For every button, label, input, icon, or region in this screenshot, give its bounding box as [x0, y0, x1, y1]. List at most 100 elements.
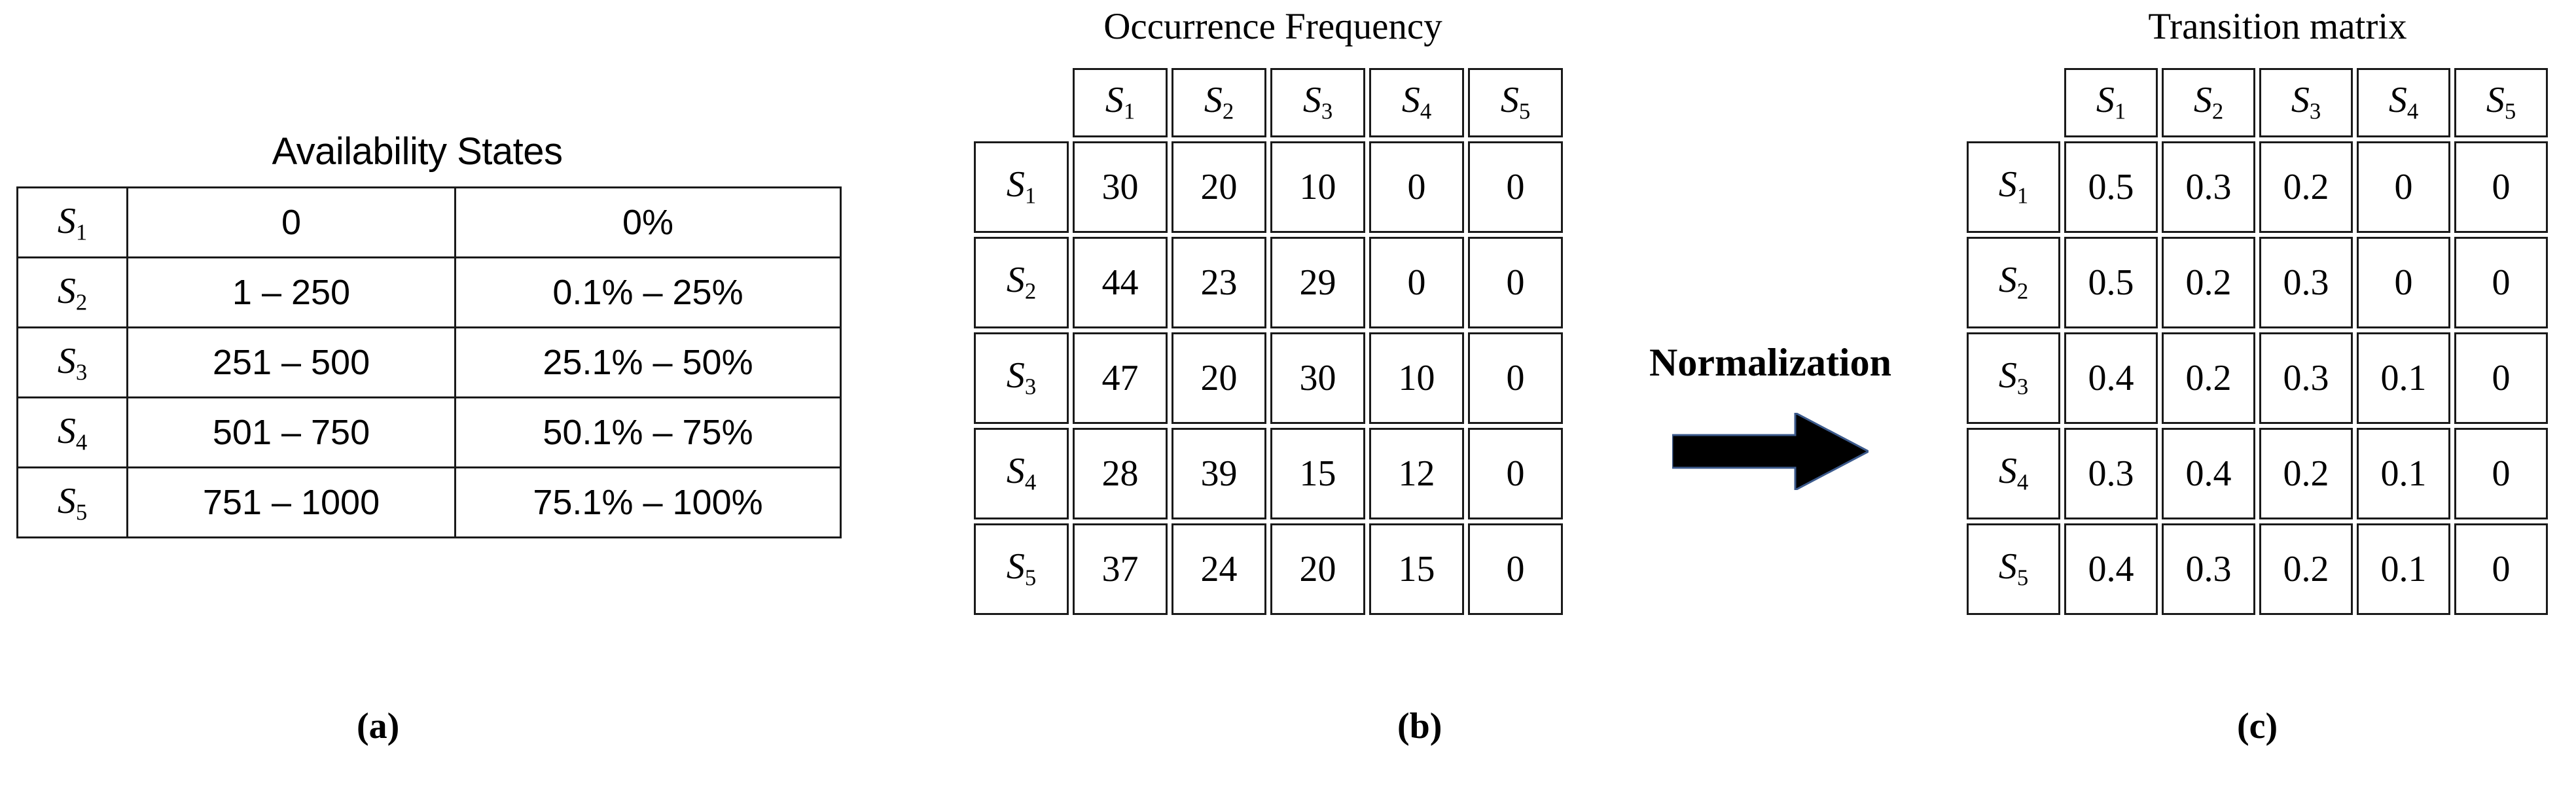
state-label-cell: S3 — [16, 326, 128, 398]
state-label-cell: S1 — [16, 186, 128, 258]
matrix-cell: 0.2 — [2259, 428, 2353, 519]
matrix-cell: 0.1 — [2357, 332, 2450, 424]
matrix-cell: 47 — [1073, 332, 1168, 424]
matrix-row-header-s2: S2 — [1967, 237, 2060, 328]
count-range-cell: 501 – 750 — [126, 396, 456, 468]
matrix-row-header-s2: S2 — [974, 237, 1069, 328]
matrix-cell: 10 — [1270, 141, 1365, 233]
matrix-cell: 0.3 — [2259, 237, 2353, 328]
percent-range-cell: 75.1% – 100% — [454, 466, 842, 538]
state-symbol-4: S4 — [57, 410, 88, 455]
matrix-cell: 44 — [1073, 237, 1168, 328]
state-symbol-3: S3 — [1998, 355, 2029, 400]
state-symbol-2: S2 — [1998, 260, 2029, 304]
state-symbol-5: S5 — [2486, 80, 2516, 124]
normalization-transform: Normalization — [1571, 340, 1970, 493]
matrix-col-header-s5: S5 — [2454, 68, 2548, 137]
matrix-cell: 0.5 — [2064, 141, 2158, 233]
matrix-header-row: S1 S2 S3 S4 S5 — [1967, 68, 2548, 137]
state-symbol-5: S5 — [1998, 546, 2029, 591]
matrix-col-header-s3: S3 — [2259, 68, 2353, 137]
matrix-cell: 0.2 — [2162, 332, 2255, 424]
matrix-col-header-s2: S2 — [1172, 68, 1266, 137]
state-symbol-4: S4 — [1401, 80, 1432, 124]
matrix-row-header-s4: S4 — [1967, 428, 2060, 519]
count-range-cell: 751 – 1000 — [126, 466, 456, 538]
state-label-cell: S5 — [16, 466, 128, 538]
percent-range-cell: 25.1% – 50% — [454, 326, 842, 398]
state-symbol-1: S1 — [1105, 80, 1136, 124]
matrix-cell: 0 — [1468, 332, 1563, 424]
matrix-row-header-s1: S1 — [974, 141, 1069, 233]
state-symbol-3: S3 — [2291, 80, 2321, 124]
matrix-cell: 0 — [1468, 141, 1563, 233]
matrix-cell: 20 — [1270, 523, 1365, 615]
state-symbol-4: S4 — [1006, 451, 1037, 495]
matrix-cell: 20 — [1172, 332, 1266, 424]
matrix-cell: 15 — [1369, 523, 1464, 615]
matrix-col-header-s3: S3 — [1270, 68, 1365, 137]
matrix-cell: 0 — [1468, 523, 1563, 615]
state-symbol-3: S3 — [1302, 80, 1333, 124]
matrix-row-header-s5: S5 — [974, 523, 1069, 615]
matrix-cell: 0.3 — [2064, 428, 2158, 519]
state-symbol-4: S4 — [2388, 80, 2419, 124]
matrix-cell: 0.3 — [2259, 332, 2353, 424]
matrix-cell: 0.1 — [2357, 428, 2450, 519]
state-symbol-2: S2 — [2193, 80, 2224, 124]
matrix-cell: 12 — [1369, 428, 1464, 519]
state-symbol-2: S2 — [1006, 260, 1037, 304]
percent-range-cell: 0% — [454, 186, 842, 258]
matrix-corner-spacer — [1967, 68, 2060, 137]
matrix-cell: 0.1 — [2357, 523, 2450, 615]
matrix-cell: 0 — [1468, 428, 1563, 519]
state-symbol-5: S5 — [1006, 546, 1037, 591]
matrix-corner-spacer — [974, 68, 1069, 137]
matrix-cell: 0.2 — [2162, 237, 2255, 328]
matrix-cell: 0 — [1369, 141, 1464, 233]
matrix-col-header-s1: S1 — [1073, 68, 1168, 137]
matrix-cell: 30 — [1270, 332, 1365, 424]
matrix-cell: 0.3 — [2162, 523, 2255, 615]
matrix-cell: 0.2 — [2259, 141, 2353, 233]
state-symbol-1: S1 — [2096, 80, 2126, 124]
state-symbol-1: S1 — [57, 200, 88, 245]
state-symbol-2: S2 — [1204, 80, 1234, 124]
matrix-cell: 24 — [1172, 523, 1266, 615]
matrix-col-header-s4: S4 — [2357, 68, 2450, 137]
state-symbol-5: S5 — [57, 480, 88, 525]
state-symbol-2: S2 — [57, 270, 88, 315]
state-symbol-4: S4 — [1998, 451, 2029, 495]
matrix-row-header-s1: S1 — [1967, 141, 2060, 233]
matrix-cell: 0.5 — [2064, 237, 2158, 328]
normalization-label: Normalization — [1649, 341, 1891, 384]
caption-a: (a) — [357, 706, 400, 746]
percent-range-cell: 50.1% – 75% — [454, 396, 842, 468]
count-range-cell: 251 – 500 — [126, 326, 456, 398]
matrix-cell: 28 — [1073, 428, 1168, 519]
matrix-col-header-s2: S2 — [2162, 68, 2255, 137]
matrix-cell: 0 — [2454, 141, 2548, 233]
matrix-cell: 0 — [1468, 237, 1563, 328]
state-symbol-1: S1 — [1006, 164, 1037, 209]
caption-b: (b) — [1397, 706, 1442, 746]
matrix-row-header-s4: S4 — [974, 428, 1069, 519]
matrix-col-header-s4: S4 — [1369, 68, 1464, 137]
panel-c-title: Transition matrix — [2148, 6, 2407, 47]
